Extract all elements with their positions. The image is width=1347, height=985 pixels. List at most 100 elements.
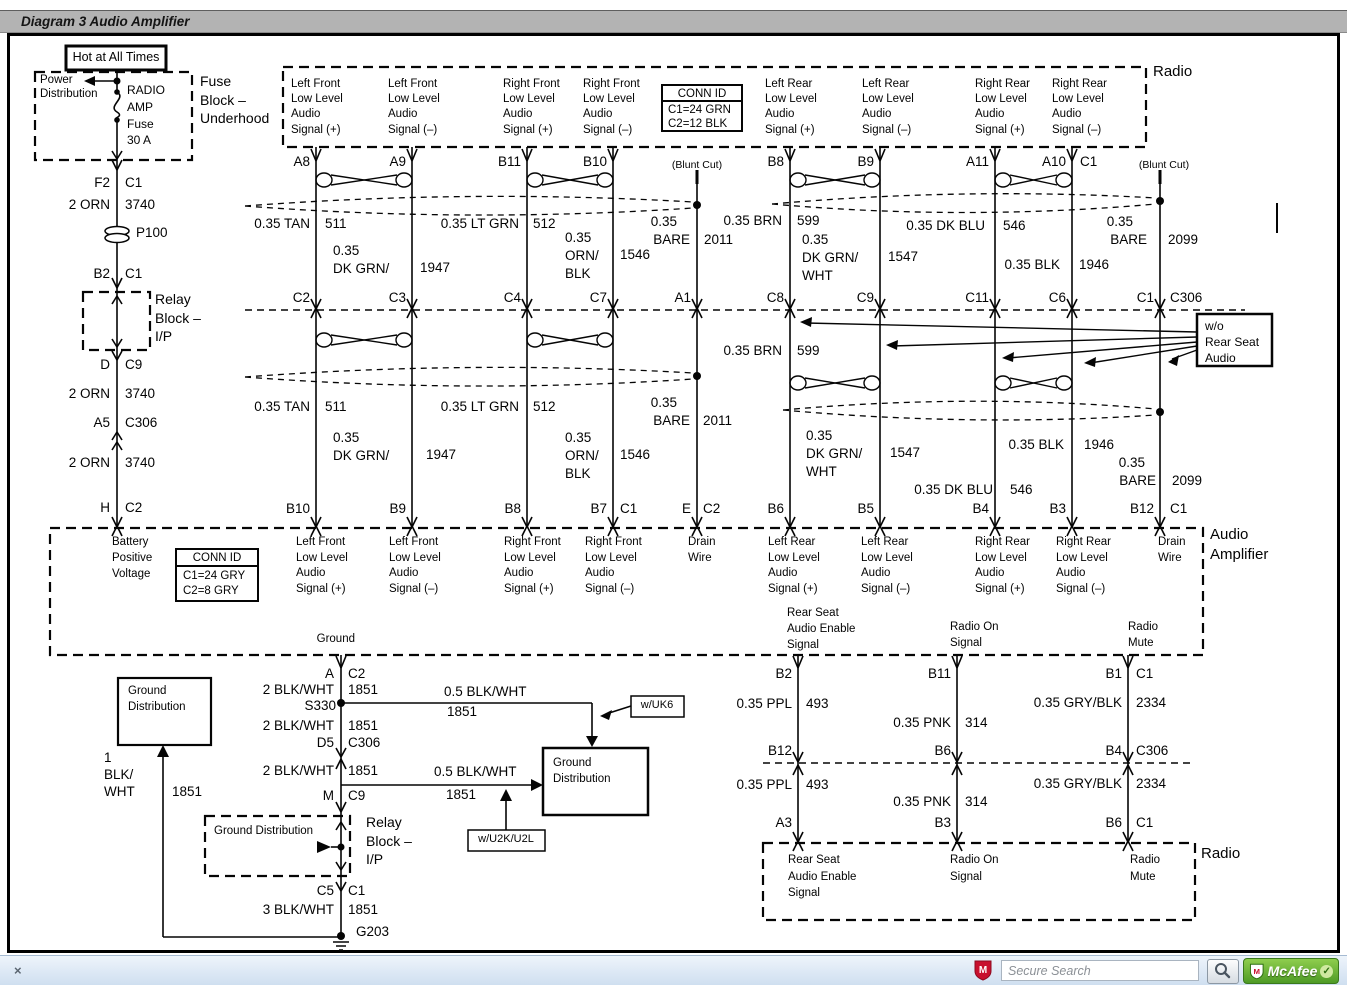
conn-f2-c1: C1: [125, 175, 143, 190]
w-ltgrn-l: 0.35 LT GRN: [440, 399, 519, 414]
br-c306: C306: [1136, 743, 1169, 758]
ckt-2099-l: 2099: [1172, 473, 1203, 488]
br-b11: B11: [927, 666, 951, 681]
mid-c7: C7: [589, 290, 607, 305]
fuse-block-underhood: Fuse Block – Underhood: [200, 73, 270, 126]
wire-2orn-1: 2 ORN: [68, 197, 110, 212]
window-title-bar: Diagram 3 Audio Amplifier: [0, 10, 1347, 33]
br-b2: B2: [775, 666, 792, 681]
conn-m-c9: C9: [348, 788, 366, 803]
check-icon: ✓: [1320, 964, 1333, 978]
hot-at-all-times: Hot at All Times: [72, 50, 160, 64]
ckt-1947-l: 1947: [426, 447, 457, 462]
ckt-314-2: 314: [965, 794, 988, 809]
amp-ch-rr-neg: Right Rear Low Level Audio Signal (–): [1056, 536, 1111, 595]
search-toolbar: × M M McAfee ✓: [0, 955, 1347, 985]
w-blk-u: 0.35 BLK: [1004, 257, 1060, 272]
mid-c1: C1: [1136, 290, 1154, 305]
ckt-1946-l: 1946: [1084, 437, 1115, 452]
rt-ch-lf-pos: Left Front Low Level Audio Signal (+): [291, 78, 343, 136]
connid1-c1: C1=24 GRN: [668, 104, 731, 116]
power-distribution-top: Power Distribution: [40, 74, 98, 100]
w-ltgrn-u: 0.35 LT GRN: [440, 216, 519, 231]
amp-drain-2: Drain Wire: [1158, 536, 1186, 564]
pin-h: H: [100, 500, 110, 515]
amp-ch-lf-pos: Left Front Low Level Audio Signal (+): [296, 536, 348, 595]
search-input[interactable]: [1001, 960, 1199, 981]
mcafee-shield-icon: M: [973, 960, 993, 985]
conn-b2-c1: C1: [125, 266, 143, 281]
conn-a-c2: C2: [348, 666, 366, 681]
w-pnk-1: 0.35 PNK: [893, 715, 951, 730]
mid-a1: A1: [674, 290, 691, 305]
amp-conn-c1a: C1: [620, 501, 638, 516]
rt-ch-rr-pos: Right Rear Low Level Audio Signal (+): [975, 78, 1030, 136]
w-ppl-2: 0.35 PPL: [736, 777, 792, 792]
w-ornblk-u: 0.35 ORN/ BLK: [565, 230, 599, 281]
rt-ch-rr-neg: Right Rear Low Level Audio Signal (–): [1052, 78, 1107, 136]
w-bare-u2a: 0.35: [1106, 214, 1133, 229]
amp-b9: B9: [389, 501, 406, 516]
br-b12: B12: [767, 743, 792, 758]
w-gryblk-2: 0.35 GRY/BLK: [1033, 776, 1122, 791]
svg-text:M: M: [1254, 966, 1260, 975]
br-b6-bot: B6: [1105, 815, 1122, 830]
amp-b4: B4: [972, 501, 989, 516]
ckt-1547-l: 1547: [890, 445, 921, 460]
w-dkgrn-u: 0.35 DK GRN/: [333, 243, 390, 276]
w-2blkwht-3: 2 BLK/WHT: [262, 763, 334, 778]
ckt-3740-3: 3740: [125, 455, 156, 470]
wire-2orn-2: 2 ORN: [68, 386, 110, 401]
amp-b7: B7: [590, 501, 607, 516]
connid1-c2: C2=12 BLK: [668, 118, 728, 130]
search-button[interactable]: [1207, 959, 1239, 984]
amp-conn-c2: C2: [703, 501, 721, 516]
w-2blkwht-2: 2 BLK/WHT: [262, 718, 334, 733]
mcafee-logo-shield-icon: M: [1249, 963, 1264, 979]
pin-d: D: [100, 357, 110, 372]
w-dkblu-u: 0.35 DK BLU: [906, 218, 985, 233]
diagram-frame: [7, 33, 1340, 953]
ckt-1946-u: 1946: [1079, 257, 1110, 272]
pin-b8: B8: [767, 154, 784, 169]
ckt-1546-l: 1546: [620, 447, 651, 462]
conn-radio-c1: C1: [1080, 154, 1098, 169]
amp-e: E: [681, 501, 691, 516]
amp-ch-rr-pos: Right Rear Low Level Audio Signal (+): [975, 536, 1030, 595]
rt-ch-rf-neg: Right Front Low Level Audio Signal (–): [583, 78, 640, 136]
mcafee-brand-button[interactable]: M McAfee ✓: [1243, 958, 1339, 984]
ckt-3740-2: 3740: [125, 386, 156, 401]
amp-b6: B6: [767, 501, 784, 516]
ckt-512-l: 512: [533, 399, 556, 414]
w-brn-l: 0.35 BRN: [723, 343, 782, 358]
w-dkblu-l: 0.35 DK BLU: [914, 482, 993, 497]
radio-title: Radio: [1153, 63, 1193, 80]
pin-b2: B2: [93, 266, 110, 281]
rt-ch-lr-pos: Left Rear Low Level Audio Signal (+): [765, 78, 817, 136]
svg-text:M: M: [979, 965, 987, 976]
pin-b9: B9: [857, 154, 874, 169]
conn-h-c2: C2: [125, 500, 143, 515]
pin-b10: B10: [582, 154, 607, 169]
rt-ch-lf-neg: Left Front Low Level Audio Signal (–): [388, 78, 440, 136]
magnifier-icon: [1215, 963, 1231, 979]
w-blk-l: 0.35 BLK: [1008, 437, 1064, 452]
rt-ch-rf-pos: Right Front Low Level Audio Signal (+): [503, 78, 560, 136]
amp-b3: B3: [1049, 501, 1066, 516]
conn-a5-c306: C306: [125, 415, 158, 430]
close-icon[interactable]: ×: [14, 963, 22, 978]
relay2-gd-label: Ground Distribution: [214, 825, 314, 837]
conn-c5-c1: C1: [348, 883, 366, 898]
amp-title: Audio Amplifier: [1210, 526, 1269, 563]
amp-b12: B12: [1129, 501, 1154, 516]
ckt-1851-1: 1851: [348, 682, 379, 697]
mid-c2: C2: [292, 290, 310, 305]
connid2-title: CONN ID: [192, 552, 242, 564]
ckt-1851-2: 1851: [348, 718, 379, 733]
amp-drain-1: Drain Wire: [688, 536, 716, 564]
ckt-1851-br2: 1851: [446, 787, 477, 802]
ckt-2011-l: 2011: [703, 413, 733, 428]
ckt-1851-4: 1851: [348, 902, 379, 917]
